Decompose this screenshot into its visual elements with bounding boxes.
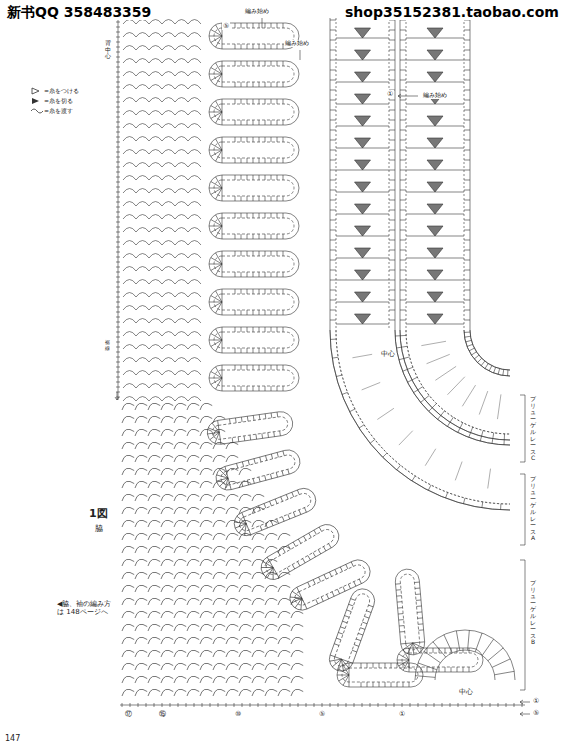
chart-label: ブリューゲルレースC: [529, 396, 537, 462]
legend-row: =糸を切る: [30, 96, 79, 106]
callout-number: ⑰: [124, 710, 133, 718]
callout-number: ①: [386, 90, 394, 98]
legend-row: =糸を渡す: [30, 106, 79, 116]
callout-number: ⑤: [532, 709, 540, 717]
chart-label: 裾線: [104, 340, 111, 351]
callout-number: ①: [532, 697, 540, 705]
chart-label: 中心: [380, 350, 396, 358]
chart-label: 編み始め: [422, 92, 448, 99]
legend-sample: [30, 107, 44, 115]
watermark: 新书QQ 358483359: [6, 4, 152, 20]
chart-label: 背中心: [104, 40, 112, 60]
chart-label: 147: [4, 734, 21, 743]
chart-label: 脇: [94, 524, 104, 533]
chart-label: ブリューゲルレースA: [529, 476, 537, 542]
chart-label: 編み始め: [244, 8, 270, 15]
watermark: shop35152381.taobao.com: [344, 4, 560, 20]
callout-number: ①: [398, 710, 406, 718]
callout-number: ⑤: [318, 710, 326, 718]
legend-text: =糸を切る: [44, 97, 73, 106]
callout-number: ⑤: [222, 22, 230, 30]
legend: =糸をつける=糸を切る=糸を渡す: [30, 86, 79, 116]
chart-label: 中心: [458, 688, 474, 696]
stitch-lines: [115, 18, 530, 716]
callout-number: ⑩: [234, 710, 242, 718]
legend-text: =糸を渡す: [44, 107, 73, 116]
chart-label: 編み始め: [284, 40, 310, 47]
legend-sample: [30, 97, 44, 105]
chart-label: ブリューゲルレースB: [529, 580, 537, 646]
chart-label: ◀脇、袖の編み方は 148ページへ: [56, 600, 118, 616]
chart-label: 1図: [88, 508, 109, 521]
callout-number: ⑮: [158, 710, 167, 718]
legend-text: =糸をつける: [44, 87, 79, 96]
legend-sample: [30, 87, 44, 95]
legend-row: =糸をつける: [30, 86, 79, 96]
